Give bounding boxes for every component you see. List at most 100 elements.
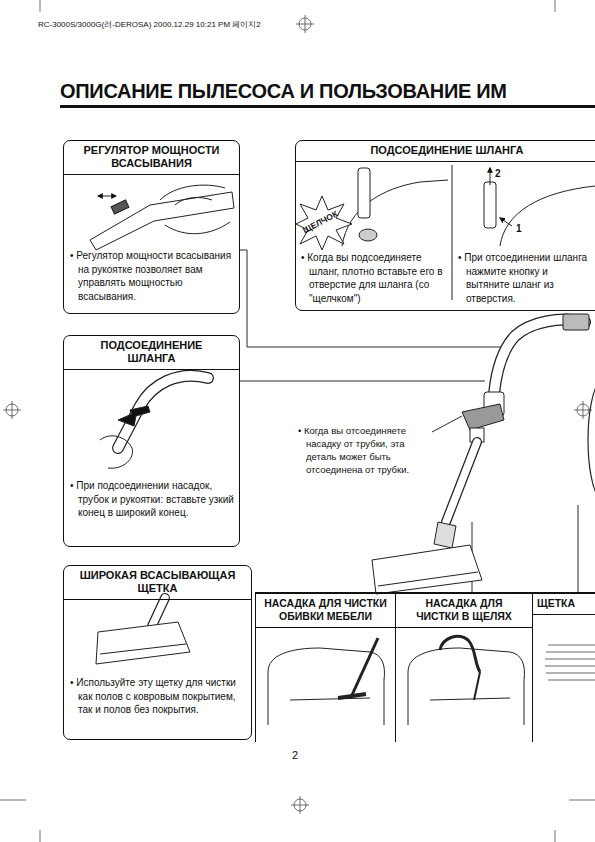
sofa-seat: [430, 698, 510, 700]
hatch: [546, 652, 595, 653]
info-box: РЕГУЛЯТОР МОЩНОСТИ ВСАСЫВАНИЯ • Регулятор…: [63, 140, 240, 314]
brush-neck: [152, 598, 165, 626]
registration-target: [300, 796, 301, 814]
page-title: ОПИСАНИЕ ПЫЛЕСОСА И ПОЛЬЗОВАНИЕ ИМ: [60, 80, 507, 103]
info-box: ПОДСОЕДИНЕНИЕ ШЛАНГА • При подсоединении …: [63, 335, 240, 547]
handle: [90, 192, 234, 250]
crop-mark: [0, 800, 26, 801]
box-heading: ШИРОКАЯ ВСАСЫВАЮЩАЯ ЩЕТКА: [68, 569, 247, 595]
floor-brush: [372, 545, 482, 594]
click-word: ЩЕЛЧОК: [301, 205, 347, 236]
hatch: [545, 666, 595, 667]
handle-part: [462, 404, 504, 430]
click-burst: [296, 196, 352, 250]
leader-line: [432, 416, 462, 432]
slider-button: [111, 200, 129, 214]
box-heading: НАСАДКА ДЛЯ ЧИСТКИ ОБИВКИ МЕБЕЛИ: [260, 597, 391, 623]
leader-line: [578, 505, 579, 592]
hose-loop: [588, 380, 595, 500]
divider: [452, 165, 453, 300]
hose-socket: [359, 229, 377, 241]
nozzle-cell: НАСАДКА ДЛЯ ЧИСТКИ В ЩЕЛЯХ: [395, 592, 532, 742]
hose-end: [484, 182, 496, 228]
hose: [118, 376, 208, 448]
brush-edge: [100, 644, 186, 654]
box-heading: ПОДСОЕДИНЕНИЕ ШЛАНГА: [300, 144, 594, 157]
heading-bar: РЕГУЛЯТОР МОЩНОСТИ ВСАСЫВАНИЯ: [64, 141, 239, 175]
regulator-illustration: [90, 185, 234, 250]
hose: [440, 636, 480, 672]
double-arrow: [98, 196, 116, 197]
upholstery-nozzle: [338, 694, 366, 698]
registration-target: [583, 401, 584, 419]
leader-lines: [240, 250, 578, 592]
heading-bar: НАСАДКА ДЛЯ ЧИСТКИ ОБИВКИ МЕБЕЛИ: [256, 594, 395, 628]
info-box: ПОДСОЕДИНЕНИЕ ШЛАНГА • Когда вы подсоедин…: [295, 140, 595, 311]
crop-mark: [569, 800, 595, 801]
heading-bar: НАСАДКА ДЛЯ ЧИСТКИ В ЩЕЛЯХ: [396, 594, 532, 628]
hand: [100, 436, 132, 468]
bullet-text: • При подсоединении насадок, трубок и ру…: [70, 479, 235, 520]
floor-brush-illustration: [96, 598, 190, 664]
wand: [446, 442, 477, 522]
furniture-nozzle-illustration: [268, 638, 384, 725]
info-box: ШИРОКАЯ ВСАСЫВАЮЩАЯ ЩЕТКА • Используйте э…: [63, 565, 252, 740]
bullet-text: • Регулятор мощности всасывания на рукоя…: [70, 249, 235, 303]
callout-number: 1: [516, 222, 526, 235]
hose-end: [563, 314, 589, 330]
hatch: [545, 659, 595, 660]
crop-mark: [40, 0, 41, 12]
wand: [446, 442, 477, 522]
hose: [494, 320, 585, 394]
box-heading: ПОДСОЕДИНЕНИЕ ШЛАНГА: [92, 339, 212, 365]
bullet-text: • Используйте эту щетку для чистки как п…: [70, 676, 247, 717]
joint-illustration: [100, 376, 208, 468]
nozzle-cell: ЩЕТКА: [532, 592, 595, 742]
leader-line: [240, 250, 505, 347]
brush-neck: [152, 598, 165, 626]
crop-mark: [40, 830, 41, 842]
pull-arrow: [490, 168, 491, 185]
vacuum-body: [500, 186, 595, 246]
bullet-text: • Когда вы подсоединяете шланг, плотно в…: [301, 251, 448, 305]
insert-arrow: [118, 406, 150, 426]
dusting-brush-illustration: [545, 645, 595, 680]
print-header: RC-3000S/3000G(러-DEROSA) 2000.12.29 10:2…: [38, 20, 293, 30]
hatch: [546, 673, 595, 674]
crevice-nozzle-illustration: [408, 636, 524, 725]
note-text: • Когда вы отсоединяете насадку от трубк…: [298, 424, 428, 476]
leader-line: [240, 381, 485, 382]
heading-bar: ЩЕТКА: [533, 594, 595, 615]
page-number: 2: [292, 748, 306, 762]
press-arrow: [500, 218, 512, 226]
callout-number: 2: [495, 167, 505, 180]
hose-end: [358, 168, 370, 218]
crop-mark: [555, 830, 556, 842]
hose: [494, 320, 585, 394]
heading-bar: ШИРОКАЯ ВСАСЫВАЮЩАЯ ЩЕТКА: [64, 566, 251, 600]
brush-neck: [434, 522, 456, 548]
registration-target: [12, 401, 13, 419]
box-heading: РЕГУЛЯТОР МОЩНОСТИ ВСАСЫВАНИЯ: [68, 144, 235, 170]
heading-bar: ПОДСОЕДИНЕНИЕ ШЛАНГА: [296, 141, 595, 162]
sofa-seat: [290, 698, 370, 700]
box-heading: ЩЕТКА: [537, 597, 595, 610]
crevice-tool: [474, 672, 480, 700]
sofa: [408, 648, 524, 725]
nozzle-cell: НАСАДКА ДЛЯ ЧИСТКИ ОБИВКИ МЕБЕЛИ: [255, 592, 395, 742]
bullet-text: • При отсоединении шланга нажмите кнопку…: [458, 251, 592, 305]
vacuum-illustration: [372, 314, 595, 594]
brush-body: [96, 622, 190, 664]
crop-mark: [555, 0, 556, 12]
wand: [352, 638, 378, 695]
heading-bar: ПОДСОЕДИНЕНИЕ ШЛАНГА: [64, 336, 239, 370]
hose: [118, 376, 208, 448]
title-rule: [60, 105, 595, 108]
hatch: [548, 680, 595, 681]
hand: [160, 185, 230, 234]
box-heading: НАСАДКА ДЛЯ ЧИСТКИ В ЩЕЛЯХ: [409, 597, 519, 623]
